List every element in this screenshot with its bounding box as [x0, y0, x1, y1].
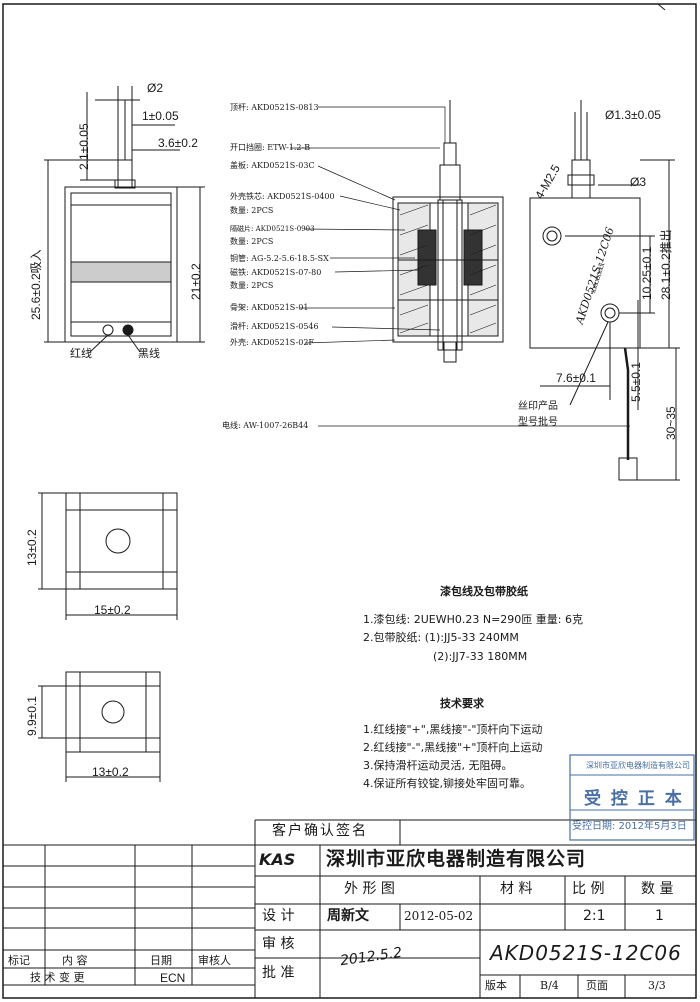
sheet-border	[2, 3, 697, 999]
silk-note-2: 型号批号	[518, 417, 558, 428]
dim-end-width: 13±0.2	[92, 765, 129, 779]
part-label: 顶杆: AKD0521S-0813	[230, 103, 319, 112]
stamp-company: 深圳市亚欣电器制造有限公司	[586, 761, 690, 770]
part-qty: 数量: 2PCS	[230, 237, 274, 246]
part-label: 外壳: AKD0521S-02F	[230, 338, 314, 347]
design-date: 2012-05-02	[404, 909, 474, 923]
designer-name: 周新文	[327, 908, 369, 924]
materials-line-2: 2.包带胶纸: (1):JJ5-33 240MM	[363, 631, 519, 644]
materials-line-3: (2):JJ7-33 180MM	[433, 650, 528, 663]
dim-hole-y: 5.5±0.1	[629, 362, 643, 402]
part-label: 滑杆: AKD0521S-0546	[230, 322, 319, 331]
ratio-label: 比 例	[572, 881, 605, 897]
part-label: 盖板: AKD0521S-03C	[230, 161, 315, 170]
tech-item: 1.红线接"+",黑线接"-"顶杆向下运动	[363, 723, 543, 736]
tech-item: 3.保持滑杆运动灵活, 无阻碍。	[363, 759, 513, 772]
center-section-view	[392, 100, 504, 363]
dim-top-width: 15±0.2	[94, 603, 131, 617]
part-label: 隔磁片: AKD0521S-0903	[230, 225, 315, 233]
materials-line-1: 1.漆包线: 2UEWH0.23 N=290匝 重量: 6克	[363, 613, 583, 626]
dim-rod-diameter: Ø1.3±0.05	[605, 108, 661, 122]
dim-stroke-out: 28.1±0.2推出	[659, 229, 673, 300]
approve-label: 批 准	[262, 965, 295, 981]
tech-title: 技术要求	[440, 697, 484, 710]
rev-col-date: 日期	[150, 954, 172, 967]
stamp-controlled: 受 控 正 本	[584, 789, 684, 809]
part-label: 磁铁: AKD0521S-07-80	[230, 268, 322, 277]
part-label: 电线: AW-1007-26B44	[222, 421, 309, 430]
dim-hole-pitch: 10.25±0.1	[640, 246, 654, 300]
version-label: 版本	[485, 979, 507, 992]
drawing-type: 外 形 图	[344, 881, 395, 897]
dim-body-height: 21±0.2	[189, 263, 203, 300]
part-qty: 数量: 2PCS	[230, 206, 274, 215]
version-value: B/4	[540, 979, 559, 992]
top-view	[38, 492, 178, 620]
scale-value: 2:1	[583, 908, 606, 924]
materials-title: 漆包线及包带胶纸	[440, 585, 528, 598]
part-label: 铜管: AG-5.2-5.6-18.5-SX	[230, 254, 329, 263]
page-label: 页面	[586, 979, 608, 992]
company-name: 深圳市亚欣电器制造有限公司	[326, 848, 587, 870]
black-wire-label: 黑线	[138, 347, 160, 360]
quantity-value: 1	[655, 908, 664, 924]
quantity-label: 数 量	[641, 881, 674, 897]
rev-col-reviewer: 审核人	[198, 954, 231, 967]
end-view	[38, 671, 161, 782]
rev-col-content: 内 容	[62, 954, 88, 967]
part-qty: 数量: 2PCS	[230, 281, 274, 290]
dim-collar-diameter: Ø3	[630, 175, 647, 189]
part-label: 骨架: AKD0521S-01	[230, 303, 309, 312]
dim-tip-height: 2.1±0.05	[77, 123, 91, 170]
rev-col-mark: 标记	[8, 954, 30, 967]
title-block	[3, 819, 696, 998]
dim-stroke-in: 25.6±0.2吸入	[29, 249, 43, 320]
part-label: 外壳铁芯: AKD0521S-0400	[230, 192, 335, 201]
material-label: 材 料	[500, 881, 533, 897]
dim-top-height: 13±0.2	[25, 529, 39, 566]
dim-hole-x: 7.6±0.1	[556, 371, 596, 385]
dim-shaft-diameter: Ø2	[147, 81, 164, 95]
dim-tip-width: 1±0.05	[142, 109, 179, 123]
part-label: 开口挡圈: ETW-1.2-B	[230, 143, 311, 152]
rev-tech-change: 技 术 变 更	[30, 971, 85, 984]
left-side-view	[44, 86, 205, 353]
stamp-date: 受控日期: 2012年5月3日	[572, 821, 687, 832]
rev-ecn: ECN	[160, 971, 186, 985]
dim-wire-length: 30~35	[664, 406, 678, 440]
tech-item: 4.保证所有铰锭,铆接处牢固可靠。	[363, 777, 531, 790]
check-label: 审 核	[262, 936, 295, 952]
company-logo: KAS	[259, 850, 296, 869]
dim-end-height: 9.9±0.1	[25, 696, 39, 736]
drawing-number: AKD0521S-12C06	[490, 941, 682, 965]
customer-signature-label: 客户确认签名	[272, 823, 368, 839]
dim-shaft-offset: 3.6±0.2	[158, 136, 198, 150]
silk-note-1: 丝印产品	[518, 401, 558, 412]
leader-lines	[290, 106, 630, 427]
design-label: 设 计	[262, 908, 295, 924]
right-end-view	[529, 100, 680, 481]
control-stamp-frame	[569, 754, 695, 841]
tech-item: 2.红线接"-",黑线接"+"顶杆向上运动	[363, 741, 543, 754]
red-wire-label: 红线	[70, 347, 92, 360]
page-value: 3/3	[648, 979, 666, 992]
